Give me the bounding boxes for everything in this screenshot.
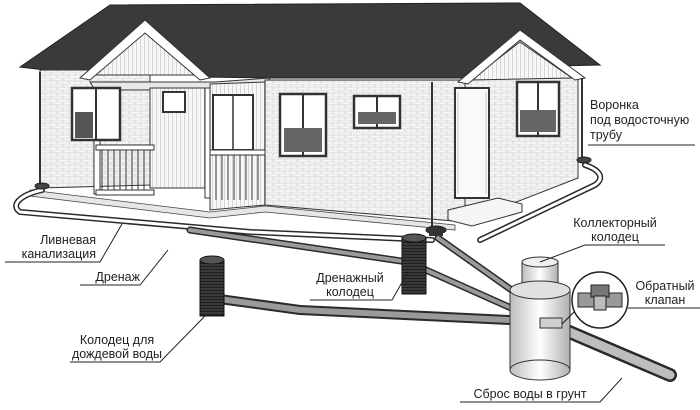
rain-water-well: [199, 255, 225, 317]
leader-lines: [5, 144, 700, 403]
right-gable-trim: [456, 29, 587, 85]
label-discharge: Сброс воды в грунт: [473, 387, 586, 401]
label-funnel-1: Воронка: [590, 98, 639, 112]
entry-step: [447, 197, 523, 227]
window-main-2: [352, 94, 402, 130]
porch-small-window: [162, 91, 186, 113]
label-collector-2: колодец: [591, 230, 639, 244]
label-drainage: Дренаж: [95, 270, 140, 284]
funnel-center: [425, 225, 447, 236]
label-drain-well-1: Дренажный: [316, 271, 383, 285]
storm-sewer-pipes: [13, 162, 677, 382]
label-funnel-3: трубу: [590, 128, 623, 142]
window-main-1: [278, 92, 328, 158]
porch-railing: [95, 144, 155, 196]
label-storm-1: Ливневая: [40, 233, 96, 247]
label-check-valve-1: Обратный: [635, 279, 694, 293]
drain-well: [401, 233, 427, 295]
funnel-left: [34, 182, 50, 190]
label-rain-well-2: дождевой воды: [72, 347, 162, 361]
check-valve-detail: [561, 271, 629, 329]
window-right-gable: [515, 80, 561, 138]
house: [18, 2, 602, 231]
diagram-labels: Воронка под водосточную трубу Ливневая к…: [22, 98, 695, 401]
window-left-wing: [70, 86, 122, 142]
funnel-right: [576, 156, 592, 164]
label-funnel-2: под водосточную: [590, 113, 689, 127]
collector-well: [509, 256, 571, 381]
label-rain-well-1: Колодец для: [80, 333, 154, 347]
left-gable-trim: [78, 19, 212, 81]
door: [454, 87, 490, 199]
label-storm-2: канализация: [22, 247, 96, 261]
label-drain-well-2: колодец: [326, 285, 374, 299]
label-collector-1: Коллекторный: [573, 216, 656, 230]
label-check-valve-2: клапан: [645, 293, 686, 307]
house-platform: [29, 189, 456, 231]
